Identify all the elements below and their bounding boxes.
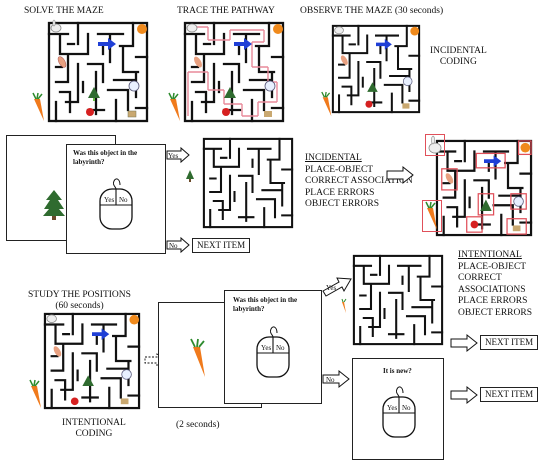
orange-ball-icon	[273, 24, 283, 34]
yes-arrow-label: Yes	[168, 152, 179, 160]
arrow-right-icon	[386, 165, 414, 185]
arrow-right-icon	[450, 385, 478, 405]
cup-icon	[120, 398, 129, 405]
maze-study	[43, 312, 141, 410]
yes-button[interactable]: Yes	[104, 196, 115, 204]
tree-icon	[224, 87, 236, 98]
traced-path	[187, 26, 278, 117]
intentional-coding-label: INTENTIONAL CODING	[62, 418, 126, 439]
rabbit-icon	[50, 19, 62, 33]
highlight-boxes	[441, 140, 532, 235]
apple-icon	[470, 220, 479, 229]
blue-arrow-icon	[376, 39, 392, 50]
tree-icon	[82, 375, 94, 386]
carrot-icon	[341, 298, 347, 313]
cup-icon	[402, 103, 410, 109]
carrot-icon	[168, 92, 180, 121]
maze-observe	[331, 24, 421, 114]
mouse-icon	[382, 386, 416, 438]
maze-solve	[47, 19, 149, 123]
arrow-right-icon	[450, 333, 478, 353]
cup-icon	[512, 225, 521, 232]
shrimp-icon	[340, 55, 348, 65]
new-item-card: It is new? Yes No	[352, 358, 444, 460]
mouse-icon	[256, 326, 290, 378]
tree-icon	[367, 82, 378, 92]
no-button[interactable]: No	[276, 344, 285, 352]
shrimp-icon	[194, 56, 202, 68]
no-arrow-label: No	[169, 242, 178, 250]
question-card-incidental: Was this object in the labyrinth? Yes No	[66, 144, 166, 254]
apple-icon	[70, 397, 79, 406]
shrimp-icon	[57, 56, 67, 68]
question-text: Was this object in the labyrinth?	[233, 296, 298, 313]
maze-trace	[183, 21, 285, 123]
study-positions-label: STUDY THE POSITIONS (60 seconds)	[28, 290, 131, 311]
mouse-icon	[99, 178, 133, 230]
arrow-yes-icon	[322, 277, 352, 297]
intentional-scores: INTENTIONAL PLACE-OBJECT CORRECT ASSOCIA…	[458, 250, 532, 318]
orange-ball-icon	[520, 142, 531, 153]
trace-pathway-label: TRACE THE PATHWAY	[177, 6, 275, 16]
next-item-button[interactable]: NEXT ITEM	[480, 335, 539, 350]
yes-button[interactable]: Yes	[261, 344, 272, 352]
observe-maze-label: OBSERVE THE MAZE (30 seconds)	[300, 6, 444, 16]
tree-icon	[88, 87, 100, 101]
blue-arrow-icon	[234, 38, 252, 50]
clock-icon	[402, 76, 413, 87]
carrot-icon	[29, 379, 41, 408]
tree-icon	[480, 199, 492, 212]
maze-empty	[352, 254, 444, 346]
maze-empty	[202, 137, 294, 229]
orange-ball-icon	[410, 26, 420, 36]
yes-button[interactable]: Yes	[387, 404, 398, 412]
no-arrow-label: No	[326, 376, 335, 384]
two-seconds-label: (2 seconds)	[176, 420, 220, 430]
next-item-button[interactable]: NEXT ITEM	[480, 387, 539, 402]
arrow-yes-icon	[166, 146, 190, 164]
yes-arrow-label: Yes	[326, 284, 337, 292]
cup-icon	[264, 111, 272, 117]
shrimp-icon	[445, 173, 454, 184]
new-question-text: It is new?	[383, 367, 412, 375]
carrot-icon	[321, 91, 332, 117]
no-button[interactable]: No	[119, 196, 128, 204]
apple-icon	[222, 108, 230, 116]
blue-arrow-icon	[98, 38, 116, 50]
incidental-coding-label: INCIDENTAL CODING	[430, 46, 487, 67]
clock-icon	[264, 80, 276, 92]
arrow-no-icon	[322, 369, 350, 389]
shrimp-icon	[53, 346, 62, 357]
next-item-button[interactable]: NEXT ITEM	[192, 238, 251, 253]
carrot-icon	[32, 92, 44, 121]
solve-maze-label: SOLVE THE MAZE	[24, 6, 104, 16]
orange-ball-icon	[137, 24, 147, 34]
apple-icon	[86, 108, 94, 116]
tree-icon	[186, 170, 194, 182]
question-text: Was this object in the labyrinth?	[73, 149, 138, 166]
rabbit-icon	[334, 26, 344, 35]
tree-icon	[43, 190, 65, 220]
no-button[interactable]: No	[402, 404, 411, 412]
incidental-scores: INCIDENTAL PLACE-OBJECT CORRECT ASSOCIAT…	[305, 153, 413, 209]
rabbit-icon	[425, 134, 445, 156]
question-card-intentional: Was this object in the labyrinth? Yes No	[224, 290, 322, 404]
blue-arrow-icon	[92, 328, 110, 340]
rabbit-icon	[186, 23, 198, 33]
cup-icon	[127, 110, 137, 118]
maze-highlighted	[435, 139, 533, 237]
blue-arrow-icon	[484, 155, 502, 167]
arrow-no-icon	[166, 236, 190, 254]
carrot-icon	[422, 200, 442, 232]
clock-icon	[513, 196, 524, 207]
rabbit-icon	[46, 314, 57, 323]
clock-icon	[128, 80, 140, 92]
orange-ball-icon	[129, 314, 140, 325]
clock-icon	[121, 369, 132, 380]
apple-icon	[365, 100, 373, 108]
carrot-icon	[190, 338, 205, 377]
